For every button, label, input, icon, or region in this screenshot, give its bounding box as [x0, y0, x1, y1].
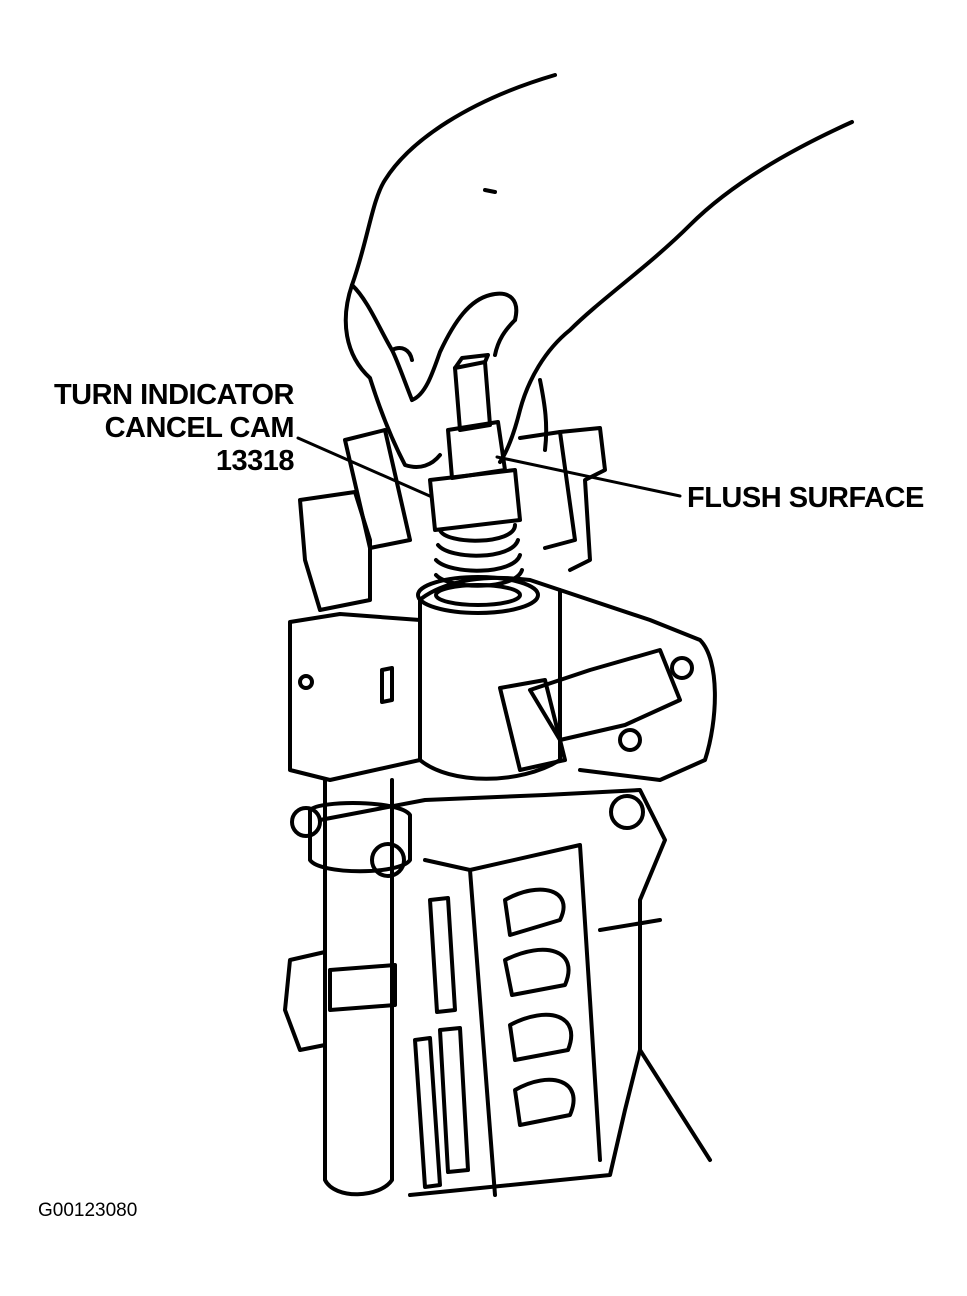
figure-id: G00123080	[38, 1200, 138, 1221]
column-tube-drawing	[283, 778, 412, 1197]
column-housing-drawing	[288, 426, 717, 782]
cancel-cam-label-line2: CANCEL CAM	[104, 412, 295, 444]
turn-indicator-cancel-cam-label: TURN INDICATOR CANCEL CAM 13318	[38, 379, 295, 480]
cancel-cam-leader-line	[296, 436, 434, 499]
hand-drawing	[343, 73, 854, 469]
steering-shaft-drawing	[416, 353, 540, 615]
column-casting-drawing	[290, 788, 712, 1197]
flush-surface-leader-line	[495, 455, 682, 498]
cancel-cam-part-number: 13318	[215, 445, 295, 477]
cancel-cam-label-line1: TURN INDICATOR	[53, 379, 295, 411]
leader-lines	[296, 436, 682, 499]
flush-surface-label: FLUSH SURFACE	[687, 482, 924, 514]
